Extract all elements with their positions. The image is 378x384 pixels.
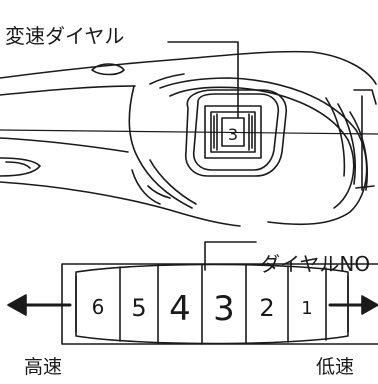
speed-dial-leader-line — [167, 41, 239, 119]
dial-window-number: 3 — [228, 125, 238, 144]
dial-barrel — [75, 263, 349, 345]
dial-scale-number: 4 — [169, 289, 191, 329]
dial-scale-number: 5 — [131, 294, 146, 322]
speed-dial-callout-label: 変速ダイヤル — [5, 24, 125, 48]
dial-number-callout-label: ダイヤルNO — [260, 252, 371, 276]
tool-front-shroud — [128, 73, 377, 226]
section-line — [0, 129, 378, 135]
high-speed-arrow — [7, 294, 72, 316]
high-speed-label: 高速 — [24, 356, 63, 378]
low-speed-arrow — [328, 295, 378, 315]
dial-number-leader-line — [204, 241, 257, 271]
dial-scale-number: 6 — [92, 295, 105, 319]
dial-scale-number: 3 — [213, 289, 235, 329]
low-speed-label: 低速 — [316, 356, 355, 378]
dial-scale-number: 2 — [259, 294, 274, 322]
tool-body-outline — [0, 50, 377, 227]
dial-scale-number: 1 — [301, 298, 312, 319]
